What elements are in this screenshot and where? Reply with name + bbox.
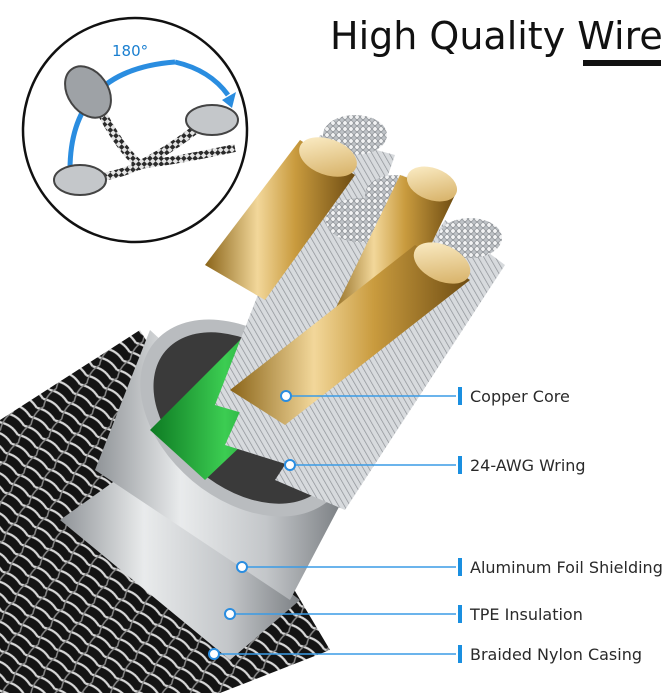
angle-label: 180° [112,42,149,60]
callout-label: 24-AWG Wring [470,455,586,475]
callout-dots [208,390,296,660]
callout-label: Aluminum Foil Shielding [470,557,663,577]
callout-label: Braided Nylon Casing [470,644,642,664]
title-highlight: Wire [577,14,663,58]
callout-bar [458,456,462,474]
callout-copper-core: Copper Core [458,383,570,409]
title-underline [583,60,661,66]
callout-label: Copper Core [470,386,570,406]
callout-label: TPE Insulation [470,604,583,624]
callout-bar [458,387,462,405]
callout-lines [214,395,456,655]
callout-bar [458,645,462,663]
title-main: High Quality [330,14,578,58]
tpe-insulation [60,470,300,660]
copper-cores [205,137,471,425]
callout-tpe-insulation: TPE Insulation [458,601,583,627]
callout-bar [458,558,462,576]
callout-aluminum-foil: Aluminum Foil Shielding [458,554,663,580]
callout-awg-wiring: 24-AWG Wring [458,452,586,478]
callout-braided-nylon: Braided Nylon Casing [458,641,642,667]
rotation-inset [21,16,249,244]
callout-bar [458,605,462,623]
page-title: High Quality Wire [330,14,664,58]
